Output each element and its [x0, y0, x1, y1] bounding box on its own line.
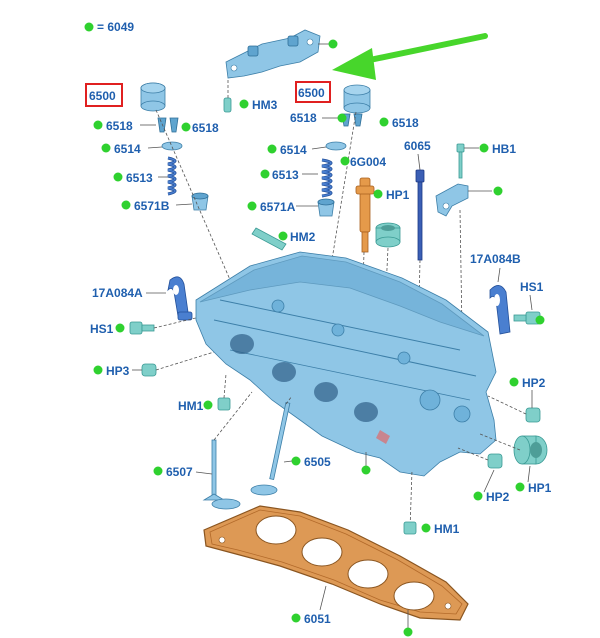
lifting-eye-17a084a: [167, 276, 193, 321]
part-label-hp2-right: HP2: [522, 376, 546, 390]
head-gasket-6051: [203, 505, 469, 621]
part-label-a17a084a: 17A084A: [92, 286, 143, 300]
cylinder-head: [195, 251, 497, 477]
part-label-hm2: HM2: [290, 230, 316, 244]
dowel-hm1-left: HM1: [178, 397, 231, 413]
callout-dot: [328, 39, 338, 49]
callout-arrow: [332, 33, 488, 80]
part-label-g6g004: 6G004: [350, 155, 386, 169]
tappet-right: [343, 84, 371, 114]
part-label-p6514-left: 6514: [114, 142, 141, 156]
valve-spring-left: [167, 156, 177, 196]
camshaft-sensor-6g004: [355, 177, 375, 253]
stud-hs1-left: [129, 321, 155, 335]
camshaft-bearing-cap: [225, 29, 321, 79]
part-label-hp1-top: HP1: [386, 188, 410, 202]
valve-spring-right: [321, 158, 333, 198]
part-label-hm3: HM3: [252, 98, 278, 112]
valve-6505: [250, 401, 291, 496]
spring-retainer-right: [325, 141, 347, 151]
part-label-hb1: HB1: [492, 142, 516, 156]
valve-seal-left: [191, 192, 209, 211]
lifting-eye-17a084b: [489, 285, 511, 335]
dowel-hm2: HM2: [251, 227, 316, 251]
part-label-p6507: 6507: [166, 465, 193, 479]
part-label-p6571a: 6571A: [260, 200, 296, 214]
part-label-hp3: HP3: [106, 364, 130, 378]
legend-dot: [84, 22, 94, 32]
plug-hp2-right: [525, 407, 541, 423]
part-label-p6518-r1: 6518: [290, 111, 317, 125]
plug-hp2-bottom: [487, 453, 503, 469]
part-label-p6051: 6051: [304, 612, 331, 626]
plug-hp1-bottom: [513, 435, 548, 465]
label-6500-left: 6500: [89, 89, 116, 103]
part-label-hm1-bottom: HM1: [434, 522, 460, 536]
bracket: [435, 183, 469, 217]
legend: = 6049: [84, 20, 134, 34]
part-label-hs1-right: HS1: [520, 280, 544, 294]
part-label-p6513-left: 6513: [126, 171, 153, 185]
part-label-a17a084b: 17A084B: [470, 252, 521, 266]
dowel-hm1-bottom: HM1: [403, 521, 460, 536]
part-label-hs1-left: HS1: [90, 322, 114, 336]
label-6500-right: 6500: [298, 86, 325, 100]
part-label-p6505: 6505: [304, 455, 331, 469]
part-label-hm1-left: HM1: [178, 399, 204, 413]
part-label-hp1-bottom: HP1: [528, 481, 552, 495]
head-bolt-6065: [415, 169, 425, 261]
part-label-p6518-l2: 6518: [192, 121, 219, 135]
valve-collets-left: [157, 117, 179, 133]
plug-hp3: [141, 363, 157, 377]
highlight-6500-right: [295, 81, 331, 103]
spring-retainer-left: [161, 141, 183, 151]
tappet-left: [140, 82, 166, 112]
part-label-p6513-right: 6513: [272, 168, 299, 182]
highlight-6500-left: [85, 83, 123, 107]
dowel-hm3: HM3: [223, 97, 278, 113]
part-label-p6514-right: 6514: [280, 143, 307, 157]
valve-seal-right: [317, 198, 335, 217]
part-label-p6518-l1: 6518: [106, 119, 133, 133]
legend-text: = 6049: [97, 20, 134, 34]
valve-6507: [202, 439, 241, 510]
part-label-hp2-bottom: HP2: [486, 490, 510, 504]
part-label-p6518-r2: 6518: [392, 116, 419, 130]
part-label-p6571b: 6571B: [134, 199, 170, 213]
part-label-p6065: 6065: [404, 139, 431, 153]
bolt-hb1: HB1: [456, 142, 516, 179]
plug-hp1-top: [375, 222, 401, 248]
